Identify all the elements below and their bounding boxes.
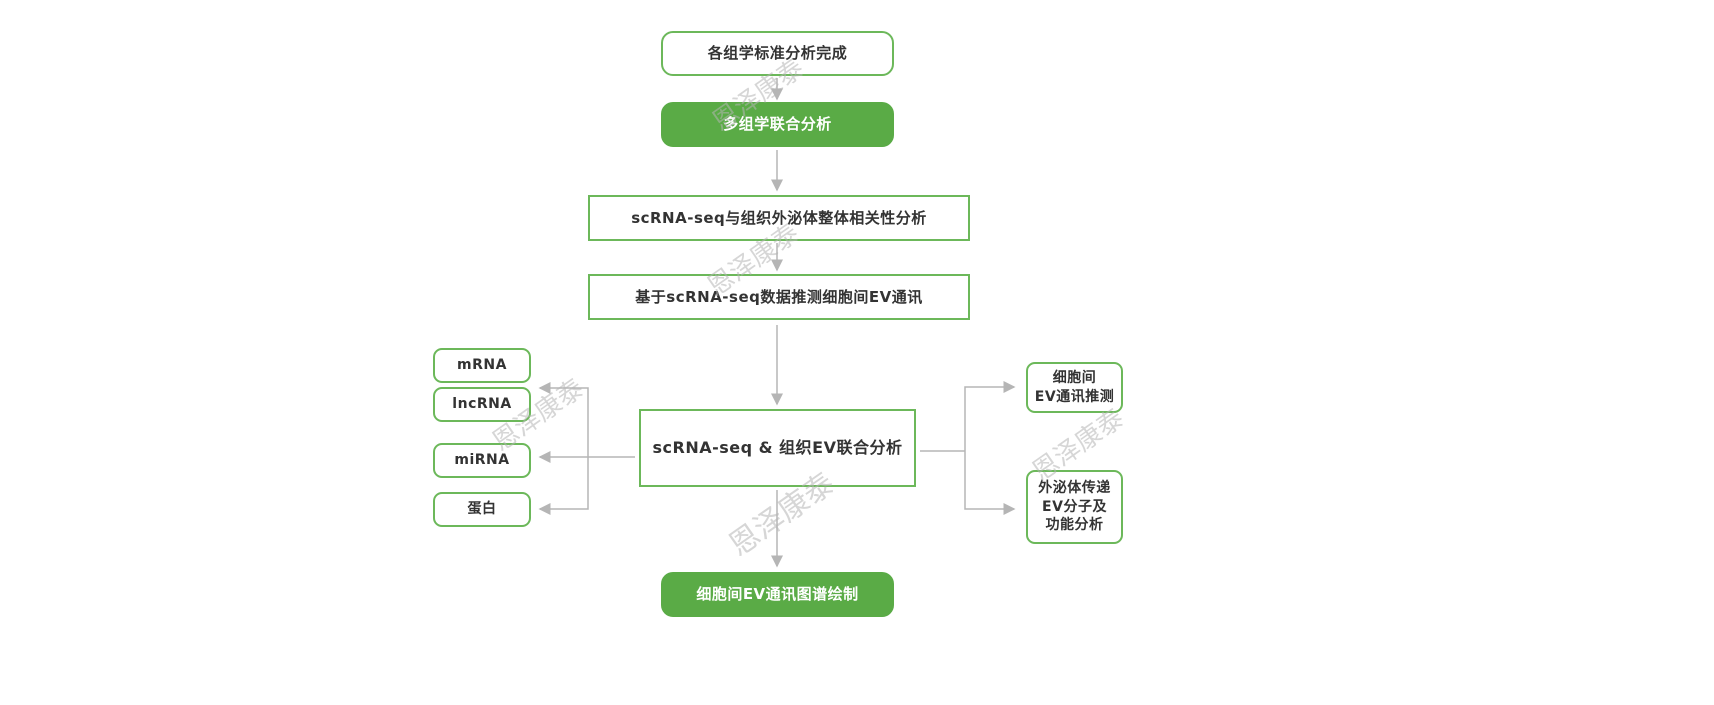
node-lncrna: lncRNA: [433, 387, 531, 422]
node-label: mRNA: [457, 357, 507, 374]
node-protein: 蛋白: [433, 492, 531, 527]
node-joint-analysis: scRNA-seq & 组织EV联合分析: [639, 409, 916, 487]
node-correlation: scRNA-seq与组织外泌体整体相关性分析: [588, 195, 970, 241]
node-label: 各组学标准分析完成: [707, 44, 848, 63]
bracket-left: [540, 387, 589, 510]
node-mrna: mRNA: [433, 348, 531, 383]
node-label: miRNA: [454, 452, 510, 469]
node-ev-inference: 基于scRNA-seq数据推测细胞间EV通讯: [588, 274, 970, 320]
node-standard-analysis: 各组学标准分析完成: [661, 31, 894, 76]
node-label: scRNA-seq & 组织EV联合分析: [652, 438, 903, 458]
node-cell-ev: 细胞间 EV通讯推测: [1026, 362, 1123, 413]
node-label: scRNA-seq与组织外泌体整体相关性分析: [631, 208, 927, 227]
node-label: EV通讯推测: [1034, 388, 1115, 405]
node-label: 外泌体传递: [1038, 479, 1111, 496]
node-label: 蛋白: [467, 501, 497, 518]
node-label: lncRNA: [452, 396, 512, 413]
node-ev-map: 细胞间EV通讯图谱绘制: [661, 572, 894, 617]
node-exosome: 外泌体传递 EV分子及功能分析: [1026, 470, 1123, 544]
node-label: EV分子及: [1042, 498, 1107, 515]
node-label: 功能分析: [1045, 517, 1104, 534]
node-multi-omics: 多组学联合分析: [661, 102, 894, 147]
node-label: 细胞间EV通讯图谱绘制: [696, 585, 859, 604]
node-label: 细胞间: [1052, 369, 1097, 386]
node-mirna: miRNA: [433, 443, 531, 478]
node-label: 基于scRNA-seq数据推测细胞间EV通讯: [635, 287, 923, 306]
node-label: 多组学联合分析: [723, 115, 832, 134]
